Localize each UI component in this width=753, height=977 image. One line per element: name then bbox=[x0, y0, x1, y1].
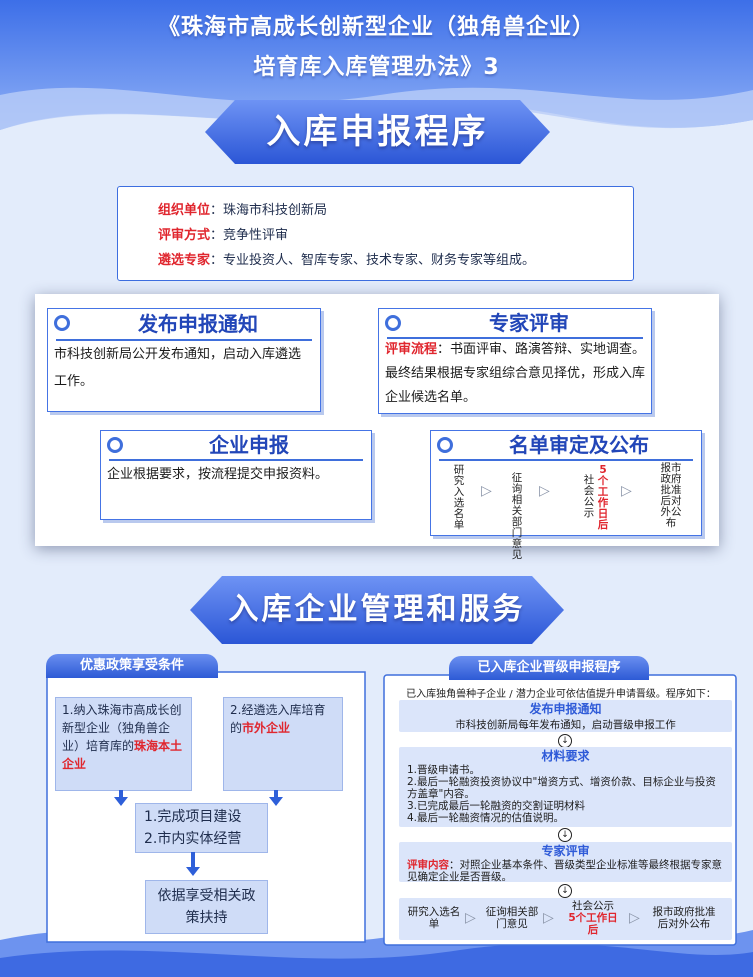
flow-research-list: 研究入选名单 bbox=[407, 906, 461, 930]
chevron-right-icon: ▷ bbox=[539, 483, 550, 499]
info-value: ：专业投资人、智库专家、技术专家、财务专家等组成。 bbox=[210, 253, 536, 268]
condition-highlight: 珠海本土企业 bbox=[62, 739, 183, 771]
step-title: 发布申报通知 bbox=[138, 312, 258, 336]
flow-five-workdays: 5个工作日后 bbox=[597, 464, 609, 531]
step-list-approval: 名单审定及公布 研究入选名单 ▷ 征询相关部门意见 ▷ 社会公示 5个工作日后 … bbox=[430, 430, 702, 561]
upgrade-step-notice: 发布申报通知 市科技创新局每年发布通知，启动晋级申报工作 bbox=[399, 700, 732, 732]
info-value: ：竞争性评审 bbox=[210, 228, 289, 243]
flow-consult-departments: 征询相关部门意见 bbox=[511, 472, 523, 561]
condition-text: 2.经遴选入库培育的 bbox=[230, 703, 326, 735]
tab-upgrade-procedure: 已入库企业晋级申报程序 bbox=[449, 656, 649, 680]
document-title: 《珠海市高成长创新型企业（独角兽企业） 培育库入库管理办法》3 bbox=[0, 8, 753, 88]
info-label: 评审方式 bbox=[158, 228, 211, 243]
arrow-down-icon bbox=[114, 790, 128, 806]
divider bbox=[56, 339, 312, 341]
info-row-experts: 遴选专家：专业投资人、智库专家、技术专家、财务专家等组成。 bbox=[158, 249, 535, 268]
banner-application-procedure: 入库申报程序 bbox=[266, 112, 489, 152]
step-text: 市科技创新局公开发布通知，启动入库遴选工作。 bbox=[54, 347, 302, 389]
ring-icon bbox=[107, 437, 123, 453]
step-publish-notice: 发布申报通知 市科技创新局公开发布通知，启动入库遴选工作。 bbox=[47, 308, 321, 412]
condition-box-local: 1.纳入珠海市高成长创新型企业（独角兽企业）培育库的珠海本土企业 bbox=[55, 697, 192, 791]
title-line-2: 培育库入库管理办法》3 bbox=[253, 55, 500, 80]
requirement-operation: 2.市内实体经营 bbox=[144, 831, 242, 847]
review-label: 评审流程 bbox=[385, 342, 438, 357]
arrow-down-icon: ↓ bbox=[558, 734, 572, 748]
info-label: 组织单位 bbox=[158, 203, 211, 218]
step-title: 名单审定及公布 bbox=[509, 433, 649, 457]
materials-list: 1.晋级申请书。 2.最后一轮融资投资协议中"增资方式、增资价款、目标企业与投资… bbox=[399, 764, 732, 824]
condition-highlight: 市外企业 bbox=[242, 721, 291, 735]
material-item: 3.已完成最后一轮融资的交割证明材料 bbox=[407, 800, 586, 812]
flow-research-list: 研究入选名单 bbox=[453, 464, 465, 531]
divider bbox=[109, 459, 363, 461]
upgrade-step-materials: 材料要求 1.晋级申请书。 2.最后一轮融资投资协议中"增资方式、增资价款、目标… bbox=[399, 747, 732, 827]
title-line-1: 《珠海市高成长创新型企业（独角兽企业） bbox=[157, 15, 595, 40]
condition-box-external: 2.经遴选入库培育的市外企业 bbox=[223, 697, 343, 791]
arrow-down-icon: ↓ bbox=[558, 828, 572, 842]
material-item: 1.晋级申请书。 bbox=[407, 764, 481, 776]
ring-icon bbox=[54, 315, 70, 331]
upgrade-step-review: 专家评审 评审内容：对照企业基本条件、晋级类型企业标准等最终根据专家意见确定企业… bbox=[399, 842, 732, 883]
divider bbox=[387, 337, 643, 339]
public-notice-label: 社会公示 bbox=[572, 900, 614, 912]
chevron-right-icon: ▷ bbox=[465, 910, 476, 926]
step-title: 专家评审 bbox=[489, 311, 569, 335]
step-title: 发布申报通知 bbox=[529, 702, 602, 716]
ring-icon bbox=[385, 315, 401, 331]
requirements-box: 1.完成项目建设 2.市内实体经营 bbox=[135, 803, 268, 853]
step-title: 材料要求 bbox=[541, 749, 590, 763]
step-title: 专家评审 bbox=[541, 844, 590, 858]
review-label: 评审内容 bbox=[407, 859, 449, 871]
flow-government-approval: 报市政府批准后对外公布 bbox=[652, 906, 716, 930]
step-company-apply: 企业申报 企业根据要求，按流程提交申报资料。 bbox=[100, 430, 372, 520]
info-label: 遴选专家 bbox=[158, 253, 211, 268]
review-text: ：对照企业基本条件、晋级类型企业标准等最终根据专家意见确定企业是否晋级。 bbox=[407, 859, 722, 883]
step-expert-review: 专家评审 评审流程：书面评审、路演答辩、实地调查。最终结果根据专家组综合意见择优… bbox=[378, 308, 652, 414]
banner-management-service: 入库企业管理和服务 bbox=[228, 592, 526, 627]
arrow-down-icon: ↓ bbox=[558, 884, 572, 898]
arrow-down-icon bbox=[269, 790, 283, 806]
arrow-down-icon bbox=[186, 852, 200, 876]
chevron-right-icon: ▷ bbox=[481, 483, 492, 499]
requirement-project: 1.完成项目建设 bbox=[144, 809, 242, 825]
info-row-organizer: 组织单位：珠海市科技创新局 bbox=[158, 199, 327, 218]
chevron-right-icon: ▷ bbox=[621, 483, 632, 499]
step-text: 评审流程：书面评审、路演答辩、实地调查。最终结果根据专家组综合意见择优，形成入库… bbox=[385, 338, 647, 410]
ring-icon bbox=[437, 437, 453, 453]
info-value: ：珠海市科技创新局 bbox=[210, 203, 328, 218]
flow-consult-departments: 征询相关部门意见 bbox=[485, 906, 539, 930]
step-text: 企业根据要求，按流程提交申报资料。 bbox=[107, 467, 329, 482]
material-item: 2.最后一轮融资投资协议中"增资方式、增资价款、目标企业与投资方盖章"内容。 bbox=[407, 776, 716, 800]
info-row-review-method: 评审方式：竞争性评审 bbox=[158, 224, 288, 243]
step-title: 企业申报 bbox=[209, 433, 289, 457]
tab-policy-conditions: 优惠政策享受条件 bbox=[46, 654, 218, 678]
condition-text: 1.纳入珠海市高成长创新型企业（独角兽企业）培育库的 bbox=[62, 703, 182, 753]
upgrade-intro: 已入库独角兽种子企业 / 潜力企业可依估值提升申请晋级。程序如下： bbox=[406, 689, 716, 700]
chevron-right-icon: ▷ bbox=[543, 910, 554, 926]
flow-public-notice: 社会公示 bbox=[583, 474, 595, 519]
material-item: 4.最后一轮融资情况的估值说明。 bbox=[407, 812, 565, 824]
organization-info-box: 组织单位：珠海市科技创新局 评审方式：竞争性评审 遴选专家：专业投资人、智库专家… bbox=[117, 186, 634, 281]
upgrade-final-flow: 研究入选名单 ▷ 征询相关部门意见 ▷ 社会公示 5个工作日后 ▷ 报市政府批准… bbox=[399, 898, 732, 940]
flow-government-approval: 报市政府批准后对外公布 bbox=[660, 462, 682, 529]
flow-public-notice: 社会公示 5个工作日后 bbox=[561, 900, 625, 936]
review-content: 评审内容：对照企业基本条件、晋级类型企业标准等最终根据专家意见确定企业是否晋级。 bbox=[399, 859, 732, 883]
review-text: ：书面评审、路演答辩、实地调查。最终结果根据专家组综合意见择优，形成入库企业候选… bbox=[385, 342, 646, 405]
step-text: 市科技创新局每年发布通知，启动晋级申报工作 bbox=[455, 719, 676, 731]
chevron-right-icon: ▷ bbox=[629, 910, 640, 926]
policy-support-box: 依据享受相关政策扶持 bbox=[145, 880, 268, 934]
five-workdays-label: 5个工作日后 bbox=[568, 912, 618, 936]
divider bbox=[439, 459, 693, 461]
